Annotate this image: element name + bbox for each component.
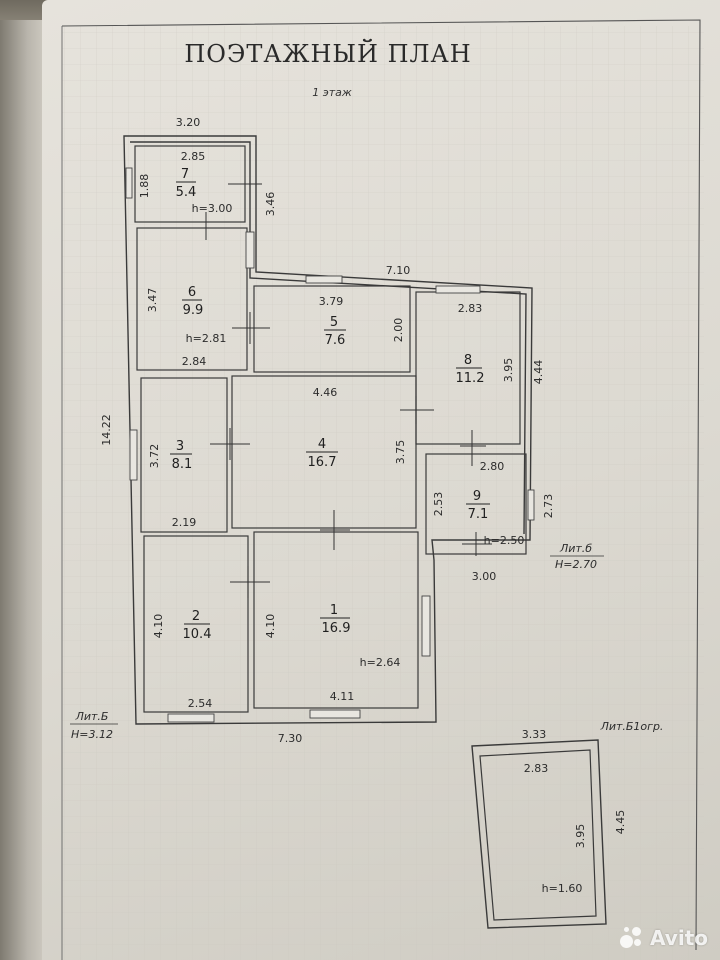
- room-5-number: 5: [330, 315, 338, 330]
- room-7: 2.85 7 5.4 1.88 h=3.00: [138, 150, 232, 215]
- room-2-outline: [143, 535, 249, 713]
- room-1-outline: [253, 531, 419, 709]
- room-2: 2 10.4 4.10 2.54: [152, 609, 212, 710]
- lit-annex-label: Лит.б: [559, 542, 592, 555]
- windows: [125, 167, 535, 723]
- room-7-width: 2.85: [181, 150, 206, 163]
- room-3-width: 2.19: [172, 516, 197, 529]
- room-1-area: 16.9: [322, 621, 351, 636]
- room-1-height: h=2.64: [360, 656, 401, 669]
- room-5: 3.79 5 7.6 2.00: [319, 295, 405, 348]
- floor-label: 1 этаж: [312, 86, 352, 99]
- dim-annex-depth: 2.73: [542, 494, 555, 519]
- room-9: 2.80 9 7.1 2.53 h=2.50: [432, 460, 524, 547]
- adjacent-page: [0, 20, 46, 960]
- outer-dimensions: 3.20 3.46 7.10 4.44 2.73 3.00 14.22 7.30: [100, 116, 555, 745]
- room-9-number: 9: [473, 489, 481, 504]
- outbuilding: 3.33 2.83 3.95 4.45 h=1.60: [471, 728, 627, 929]
- room-6: 6 9.9 3.47 h=2.81 2.84: [146, 285, 226, 368]
- room-4-number: 4: [318, 437, 326, 452]
- room-6-width: 2.84: [182, 355, 207, 368]
- lit-main-height: H=3.12: [71, 728, 113, 741]
- room-7-depth: 1.88: [138, 174, 151, 199]
- outbuilding-height: h=1.60: [542, 882, 583, 895]
- lit-annex-height: H=2.70: [555, 558, 597, 571]
- dim-right-depth: 4.44: [532, 360, 545, 385]
- room-3-depth: 3.72: [148, 444, 161, 469]
- room-5-outline: [253, 285, 411, 373]
- room-1: 1 16.9 4.10 h=2.64 4.11: [264, 603, 400, 703]
- window-room-3: [129, 429, 138, 481]
- window-room-1-bottom: [309, 709, 361, 719]
- avito-logo-icon: [620, 927, 644, 949]
- window-room-8: [435, 285, 481, 294]
- dim-wing-depth: 3.46: [264, 192, 277, 217]
- room-4-area: 16.7: [308, 455, 337, 470]
- litera-labels: Лит.б H=2.70 Лит.Б H=3.12 Лит.Б1огр.: [70, 542, 663, 741]
- room-6-outline: [136, 227, 248, 371]
- room-4-width: 4.46: [313, 386, 338, 399]
- outbuilding-outer-depth: 4.45: [614, 810, 627, 835]
- room-2-depth: 4.10: [152, 614, 165, 639]
- outbuilding-inner-depth: 3.95: [574, 824, 587, 849]
- room-7-number: 7: [181, 167, 189, 182]
- room-4-outline: [231, 375, 417, 529]
- dim-total-depth: 14.22: [100, 414, 113, 446]
- dim-top-main: 7.10: [386, 264, 411, 277]
- room-6-depth: 3.47: [146, 288, 159, 313]
- outbuilding-outer-width: 3.33: [522, 728, 547, 741]
- window-room-7: [125, 167, 133, 199]
- page-title: ПОЭТАЖНЫЙ ПЛАН: [184, 38, 471, 68]
- sheet-frame: [61, 19, 701, 951]
- grid-paper: [62, 26, 704, 960]
- room-6-height: h=2.81: [186, 332, 227, 345]
- room-6-number: 6: [188, 285, 196, 300]
- room-8: 2.83 8 11.2 3.95: [456, 302, 515, 386]
- avito-watermark: Avito: [620, 926, 708, 950]
- room-6-area: 9.9: [183, 303, 204, 318]
- room-1-depth: 4.10: [264, 614, 277, 639]
- window-room-5: [305, 275, 343, 284]
- window-room-6: [245, 231, 255, 269]
- window-room-2: [167, 713, 215, 723]
- room-8-depth: 3.95: [502, 358, 515, 383]
- room-7-height: h=3.00: [192, 202, 233, 215]
- room-8-area: 11.2: [456, 371, 485, 386]
- room-1-width: 4.11: [330, 690, 355, 703]
- room-2-width: 2.54: [188, 697, 213, 710]
- dim-top-left: 3.20: [176, 116, 201, 129]
- room-5-area: 7.6: [325, 333, 346, 348]
- outbuilding-inner-width: 2.83: [524, 762, 549, 775]
- room-5-width: 3.79: [319, 295, 344, 308]
- room-9-width: 2.80: [480, 460, 505, 473]
- room-3-outline: [140, 377, 228, 533]
- window-room-9: [527, 489, 535, 521]
- room-7-area: 5.4: [176, 185, 197, 200]
- room-9-height: h=2.50: [484, 534, 525, 547]
- room-9-depth: 2.53: [432, 492, 445, 517]
- room-3-area: 8.1: [172, 457, 193, 472]
- window-room-1-side: [421, 595, 431, 657]
- room-8-number: 8: [464, 353, 472, 368]
- outer-walls: [123, 135, 533, 725]
- lit-outbuilding-label: Лит.Б1огр.: [600, 720, 664, 733]
- room-5-depth: 2.00: [392, 318, 405, 343]
- door-markers: [205, 183, 492, 598]
- room-4: 4.46 4 16.7 3.75: [306, 386, 407, 470]
- room-3-number: 3: [176, 439, 184, 454]
- room-1-number: 1: [330, 603, 338, 618]
- lit-main-label: Лит.Б: [75, 710, 109, 723]
- dim-annex-width: 3.00: [472, 570, 497, 583]
- watermark-text: Avito: [650, 926, 708, 950]
- room-4-depth: 3.75: [394, 440, 407, 465]
- room-8-width: 2.83: [458, 302, 483, 315]
- room-2-number: 2: [192, 609, 200, 624]
- room-3: 3 8.1 3.72 2.19: [148, 439, 196, 529]
- room-9-area: 7.1: [468, 507, 489, 522]
- dim-bottom-width: 7.30: [278, 732, 303, 745]
- room-2-area: 10.4: [183, 627, 212, 642]
